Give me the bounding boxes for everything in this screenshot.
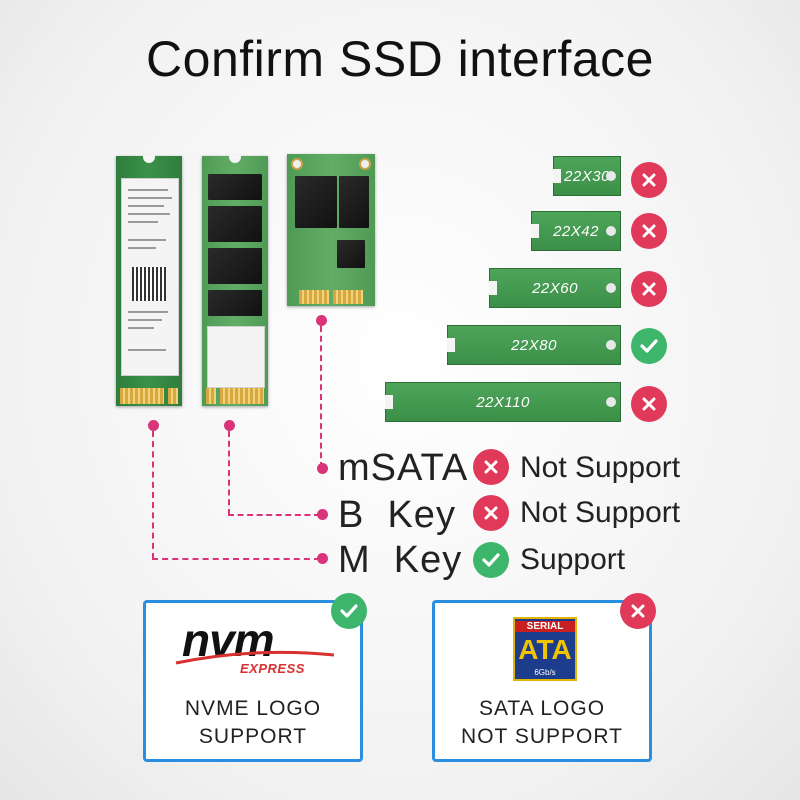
flash-chip <box>208 174 262 200</box>
cross-icon <box>631 213 667 249</box>
sata-logo-main: ATA <box>518 634 572 665</box>
nvme-caption-line1: NVME LOGO <box>184 697 322 720</box>
flash-chip <box>208 206 262 242</box>
length-bar-22x42: 22X42 <box>531 211 621 251</box>
key-type-b-key: B Key <box>338 494 456 536</box>
ssd-m-key-card <box>116 155 182 406</box>
key-type-m-key: M Key <box>338 539 463 581</box>
page-title: Confirm SSD interface <box>146 31 654 87</box>
length-label: 22X80 <box>511 336 557 354</box>
cross-icon <box>620 593 656 629</box>
length-label: 22X110 <box>476 393 530 411</box>
leader-dot <box>224 420 235 431</box>
controller-chip <box>337 240 365 268</box>
nvme-logo: nvm EXPRESS <box>174 614 338 681</box>
flash-chip <box>339 176 369 228</box>
sata-caption-line1: SATA LOGO <box>478 697 606 720</box>
cross-icon <box>631 386 667 422</box>
cross-icon <box>473 449 509 485</box>
check-icon <box>473 542 509 578</box>
length-bar-22x60: 22X60 <box>489 268 621 308</box>
flash-chip <box>208 290 262 316</box>
sata-logo: SERIAL ATA 6Gb/s <box>513 617 577 681</box>
sata-logo-speed: 6Gb/s <box>534 668 556 677</box>
flash-chip <box>295 176 337 228</box>
key-type-msata: mSATA <box>338 447 469 489</box>
ssd-msata-card <box>287 154 375 306</box>
cross-icon <box>473 495 509 531</box>
ssd-b-key-card <box>202 155 268 406</box>
leader-line <box>228 431 230 515</box>
length-bar-22x30: 22X30 <box>553 156 621 196</box>
leader-line <box>152 558 320 560</box>
leader-line <box>152 431 154 559</box>
leader-line <box>320 326 322 468</box>
length-label: 22X30 <box>564 167 610 185</box>
nvme-logo-sub: EXPRESS <box>240 661 305 676</box>
length-label: 22X42 <box>553 222 599 240</box>
check-icon <box>331 593 367 629</box>
sata-caption-line2: NOT SUPPORT <box>461 725 623 748</box>
nvme-caption-line2: SUPPORT <box>198 725 308 748</box>
leader-dot <box>317 553 328 564</box>
sata-logo-box: SERIAL ATA 6Gb/s SATA LOGO NOT SUPPORT <box>432 600 652 762</box>
length-bar-22x80: 22X80 <box>447 325 621 365</box>
leader-dot <box>317 509 328 520</box>
nvme-logo-main: nvm <box>182 614 275 666</box>
ssd-label-sticker <box>121 178 179 376</box>
length-bar-22x110: 22X110 <box>385 382 621 422</box>
key-status-m-key: Support <box>520 543 626 576</box>
key-status-msata: Not Support <box>520 451 681 484</box>
cross-icon <box>631 162 667 198</box>
length-label: 22X60 <box>532 279 578 297</box>
sata-logo-top: SERIAL <box>515 621 575 632</box>
leader-dot <box>148 420 159 431</box>
cross-icon <box>631 271 667 307</box>
nvme-logo-box: nvm EXPRESS NVME LOGO SUPPORT <box>143 600 363 762</box>
check-icon <box>631 328 667 364</box>
leader-line <box>228 514 320 516</box>
ssd-label-sticker <box>207 326 265 388</box>
flash-chip <box>208 248 262 284</box>
leader-dot <box>316 315 327 326</box>
leader-dot <box>317 463 328 474</box>
key-status-b-key: Not Support <box>520 496 681 529</box>
